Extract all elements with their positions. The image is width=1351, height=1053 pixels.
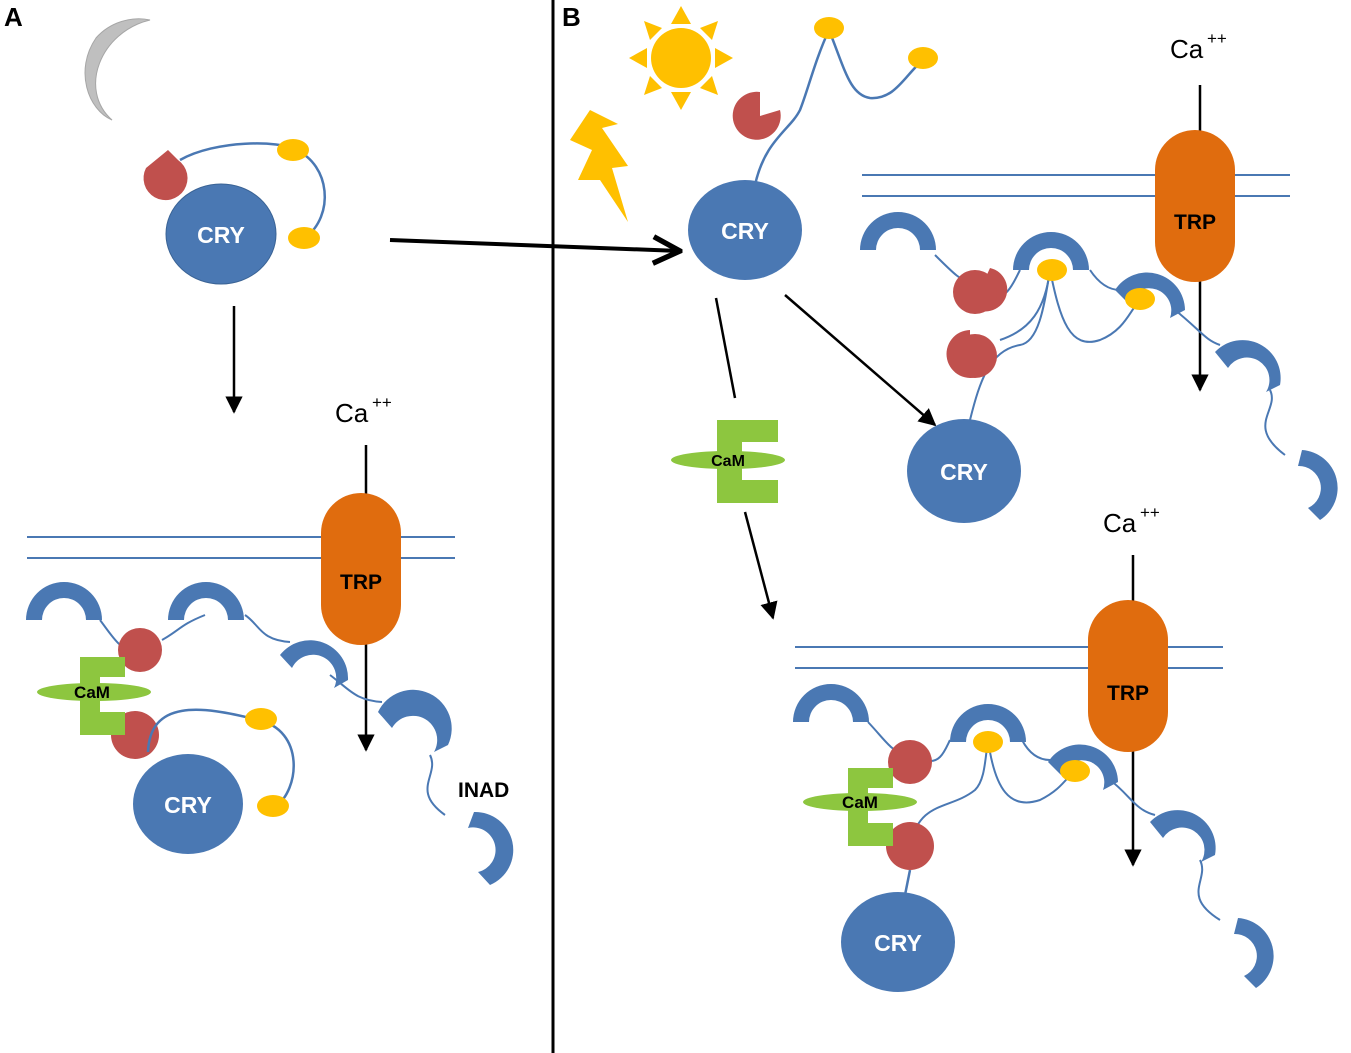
cry-protein (907, 419, 1021, 523)
cry-protein (165, 183, 277, 285)
yellow-domain (245, 708, 277, 730)
lightning-icon (570, 110, 628, 222)
cry-bound-trp-complex: CRY (907, 259, 1155, 523)
trp-label: TRP (340, 571, 382, 594)
cry-bound-cam: CRY (133, 708, 295, 854)
cry-bound-cam-complex: CRY (841, 869, 955, 992)
red-domain (953, 270, 997, 314)
arrow-to-trp-complex (784, 294, 937, 427)
yellow-domain (1060, 760, 1090, 782)
inad-label: INAD (458, 779, 509, 802)
panel-b-label: B (562, 2, 581, 32)
red-domain (732, 91, 781, 140)
trp-channel: TRP (1088, 600, 1168, 752)
cam-bar (80, 657, 125, 735)
cam-label: CaM (74, 683, 110, 702)
svg-text:Ca: Ca (1103, 508, 1137, 538)
trp-channel: TRP (1155, 130, 1235, 282)
sun-icon (629, 6, 733, 110)
red-domain (886, 822, 934, 870)
moon-icon (84, 18, 151, 121)
arrow-to-cam-complex (743, 511, 778, 620)
yellow-domain (908, 47, 938, 69)
yellow-domain (257, 795, 289, 817)
yellow-domain (973, 731, 1003, 753)
cam-oval (37, 683, 151, 701)
cam-bar (848, 768, 893, 846)
cry-protein (841, 892, 955, 992)
cry-label: CRY (164, 792, 212, 818)
svg-text:++: ++ (1207, 29, 1227, 48)
svg-text:Ca: Ca (1170, 34, 1204, 64)
red-domain (143, 150, 188, 201)
red-domain (953, 334, 997, 378)
cry-label: CRY (721, 218, 769, 244)
cam-oval (803, 793, 917, 811)
cry-dark-state: CRY (143, 139, 326, 285)
cam-label: CaM (842, 793, 878, 812)
yellow-domain (814, 17, 844, 39)
cry-protein (688, 180, 802, 280)
yellow-domain (288, 227, 320, 249)
cry-protein (133, 754, 243, 854)
cam-free: CaM (671, 420, 785, 503)
cam-complex: CaM (37, 628, 162, 759)
trp-channel: TRP (321, 493, 401, 645)
calcium-label: Ca ++ (335, 393, 392, 428)
red-domain (888, 740, 932, 784)
cam-complex: CaM (803, 731, 1090, 870)
yellow-domain (1037, 259, 1067, 281)
svg-text:++: ++ (372, 393, 392, 412)
cam-label: CaM (711, 453, 745, 470)
cry-light-state: CRY (688, 17, 938, 280)
panel-a-label: A (4, 2, 23, 32)
red-domain (118, 628, 162, 672)
trp-label: TRP (1174, 211, 1216, 234)
svg-text:Ca: Ca (335, 398, 369, 428)
yellow-domain (1125, 288, 1155, 310)
trp-label: TRP (1107, 682, 1149, 705)
cry-label: CRY (197, 222, 245, 248)
svg-text:++: ++ (1140, 503, 1160, 522)
arrow-light-transition (389, 240, 680, 251)
cry-label: CRY (940, 459, 988, 485)
inad-scaffold: INAD (26, 582, 514, 885)
calcium-label-b1: Ca ++ (1170, 29, 1227, 64)
inad-scaffold (860, 212, 1338, 520)
calcium-label-b2: Ca ++ (1103, 503, 1160, 538)
cry-label: CRY (874, 930, 922, 956)
yellow-domain (277, 139, 309, 161)
arrow-to-cam (714, 297, 737, 399)
